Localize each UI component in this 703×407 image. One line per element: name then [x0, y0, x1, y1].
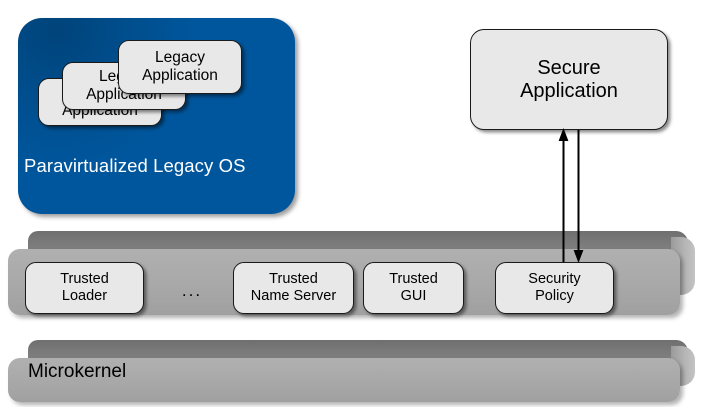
- microkernel-label: Microkernel: [28, 361, 127, 382]
- kernel-slab-front-face: [8, 358, 680, 402]
- services-ellipsis: ...: [181, 281, 203, 300]
- services-slab-top-face: [28, 231, 688, 253]
- microkernel-layer: [0, 340, 695, 402]
- kernel-slab-top-face: [28, 340, 688, 362]
- paravirtualized-legacy-os-label: Paravirtualized Legacy OS: [24, 155, 246, 176]
